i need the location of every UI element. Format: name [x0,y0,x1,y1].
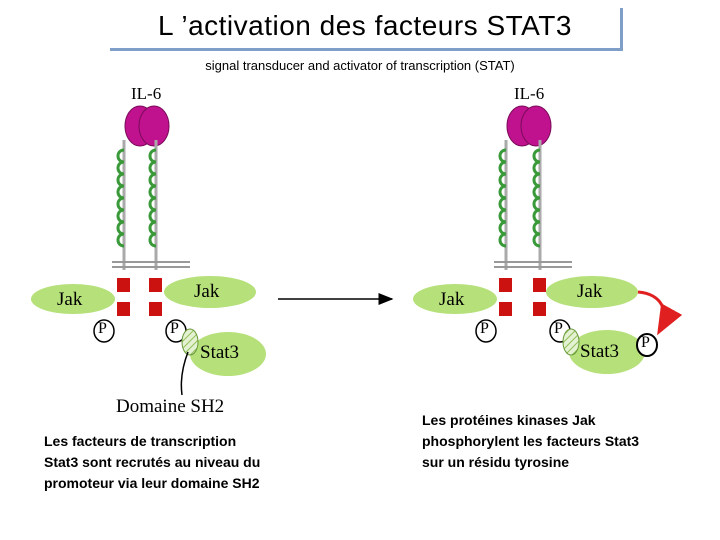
right-p-stat3-label: P [641,334,650,352]
left-jak-right-label: Jak [194,281,219,303]
left-tm-box [117,278,130,292]
right-tm-box [533,302,546,316]
right-tm-box [533,278,546,292]
left-p-left-label: P [98,320,107,338]
left-sh2-pointer [181,352,188,395]
left-jak-left-label: Jak [57,289,82,311]
domain-sh2-label: Domaine SH2 [116,396,224,418]
left-caption-line: Les facteurs de transcription [44,431,260,452]
right-receptor-complex [413,106,664,374]
left-tm-box [149,302,162,316]
right-stat3-label: Stat3 [580,341,619,363]
left-stat3-label: Stat3 [200,342,239,364]
left-il6-label: IL-6 [131,84,161,104]
left-caption: Les facteurs de transcription Stat3 sont… [44,431,260,494]
right-jak-right-label: Jak [577,281,602,303]
left-caption-line: Stat3 sont recrutés au niveau du [44,452,260,473]
right-tm-box [499,302,512,316]
right-caption: Les protéines kinases Jak phosphorylent … [422,410,639,473]
right-jak-left-label: Jak [439,289,464,311]
right-caption-line: Les protéines kinases Jak [422,410,639,431]
right-caption-line: phosphorylent les facteurs Stat3 [422,431,639,452]
right-p-left-label: P [480,320,489,338]
left-tm-box [149,278,162,292]
left-sh2-domain [182,329,198,355]
left-tm-box [117,302,130,316]
right-il6-ligand [521,106,551,146]
right-sh2-domain [563,329,579,355]
left-il6-ligand [139,106,169,146]
left-caption-line: promoteur via leur domaine SH2 [44,473,260,494]
left-p-right-label: P [170,320,179,338]
right-il6-label: IL-6 [514,84,544,104]
phosphorylation-arrow [638,292,664,330]
right-caption-line: sur un résidu tyrosine [422,452,639,473]
right-p-right-label: P [554,320,563,338]
right-tm-box [499,278,512,292]
